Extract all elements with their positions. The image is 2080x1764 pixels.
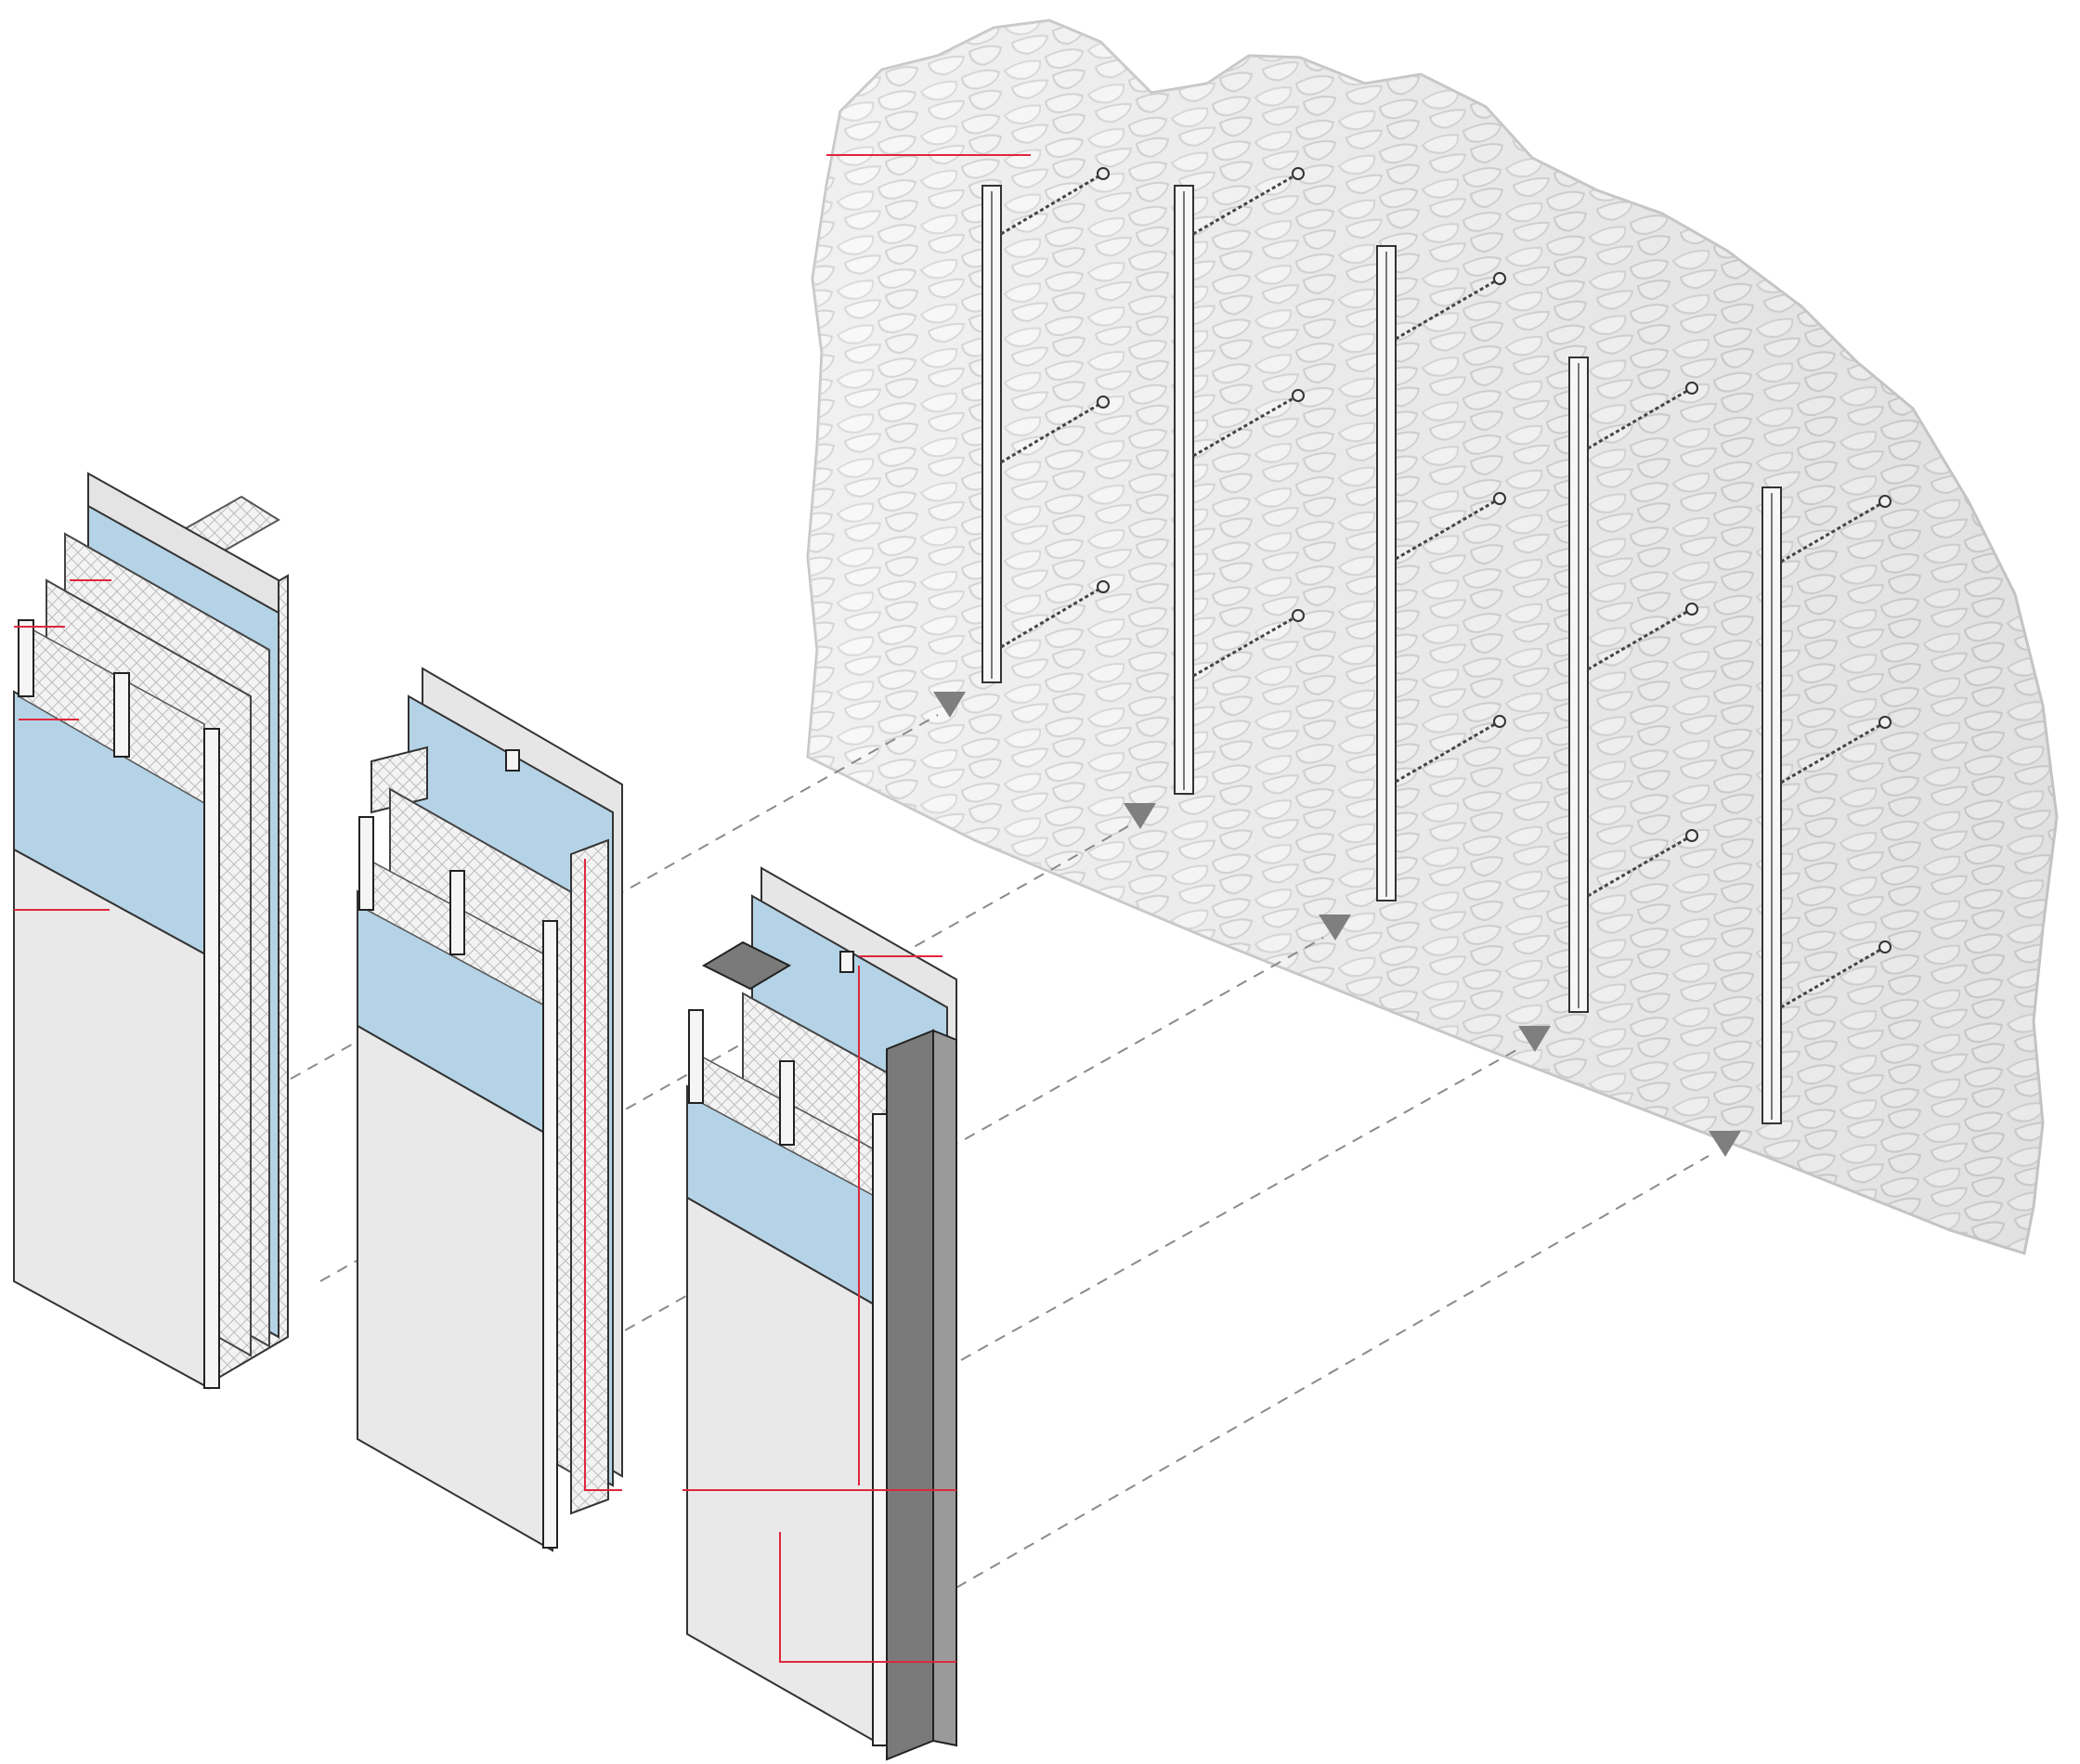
wall-panel-1 [13, 472, 289, 1390]
guide-line [960, 1048, 1519, 1361]
arrow-head [1124, 803, 1156, 829]
arrow-head [1709, 1131, 1741, 1157]
steel-stud [505, 749, 520, 772]
steel-stud [358, 816, 374, 911]
anchor-bolt [1493, 492, 1506, 505]
timber-battens [370, 746, 428, 814]
steel-stud [542, 920, 558, 1549]
tie-rod [1192, 172, 1299, 236]
tie-rod [1395, 277, 1501, 341]
tie-rod [1587, 607, 1693, 671]
anchor-bolt [1493, 715, 1506, 728]
arrow-head [1518, 1026, 1551, 1052]
wall-panel-2 [357, 667, 623, 1552]
wall-panel-3 [682, 866, 957, 1761]
steel-stud [449, 870, 465, 955]
tie-rod [1780, 945, 1886, 1009]
anchor-bolt [1292, 167, 1305, 180]
anchor-bolt [1878, 940, 1892, 953]
steel-stud [839, 951, 854, 973]
stone-wall-shading [808, 20, 2057, 1253]
steel-stud [779, 1060, 795, 1146]
tie-rod [1000, 172, 1104, 236]
tie-rod [1192, 394, 1299, 458]
arrow-head [1319, 914, 1351, 940]
arrow-head [933, 692, 966, 718]
steel-channel-column [886, 1029, 934, 1761]
anchor-bolt [1097, 580, 1110, 593]
tie-rod [1192, 614, 1299, 678]
anchor-bolt [1493, 272, 1506, 285]
anchor-bolt [1097, 167, 1110, 180]
anchor-bolt [1878, 716, 1892, 729]
leader-line [584, 859, 622, 1491]
tie-rod [1587, 386, 1693, 450]
tie-rod [1000, 585, 1104, 649]
tie-rod [1395, 720, 1501, 784]
guide-line [956, 1155, 1710, 1589]
anchor-bolt [1878, 495, 1892, 508]
anchor-bolt [1685, 603, 1698, 616]
steel-stud [872, 1113, 888, 1746]
steel-channel-top [701, 940, 792, 991]
stone-wall [806, 19, 2059, 1255]
anchor-bolt [1292, 609, 1305, 622]
tie-rod [1780, 720, 1886, 785]
anchor-bolt [1685, 829, 1698, 842]
gypsum-board [357, 1024, 553, 1552]
anchor-bolt [1292, 389, 1305, 402]
steel-stud [203, 728, 220, 1389]
anchor-bolt [1097, 396, 1110, 409]
tie-rod [1395, 497, 1501, 561]
vertical-furring [570, 838, 609, 1515]
steel-stud [113, 672, 130, 758]
steel-stud [18, 619, 34, 697]
tie-rod [1587, 834, 1693, 898]
tie-rod [1000, 400, 1104, 464]
tie-rod [1780, 499, 1886, 564]
steel-posts-group [982, 167, 1892, 1124]
leader-line [779, 1532, 956, 1663]
anchor-bolt [1685, 382, 1698, 395]
steel-channel-flange [932, 1029, 957, 1747]
steel-stud [688, 1009, 704, 1104]
